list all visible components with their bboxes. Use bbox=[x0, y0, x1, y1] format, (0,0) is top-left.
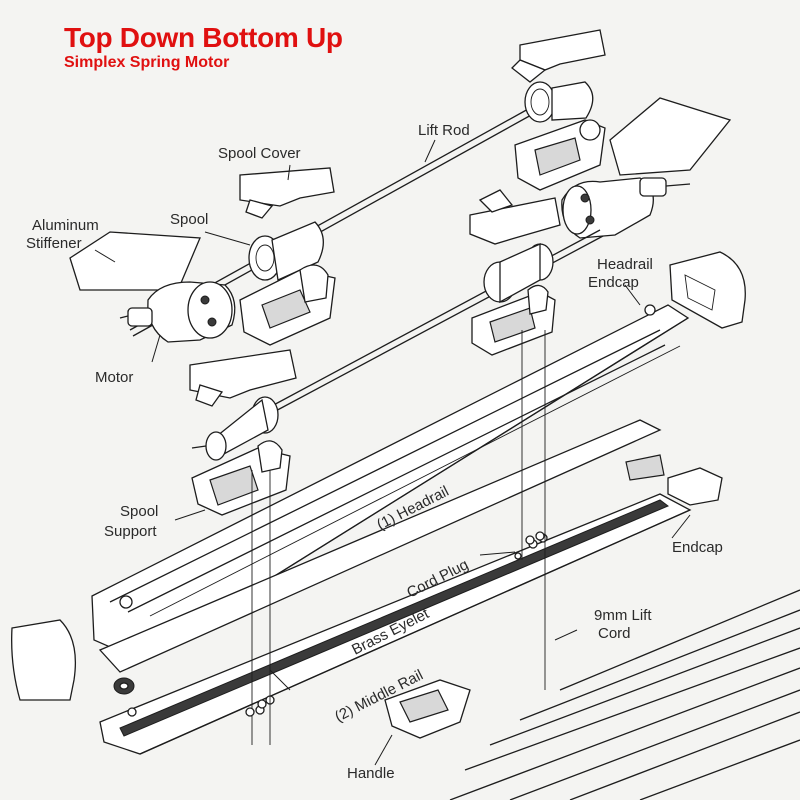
diagram-subtitle: Simplex Spring Motor bbox=[64, 54, 230, 71]
aluminum-stiffener-right bbox=[609, 97, 732, 176]
spool-cover-middle bbox=[469, 189, 561, 245]
label-endcap: Endcap bbox=[672, 539, 723, 556]
label-lift-cord-1: 9mm Lift bbox=[594, 607, 652, 624]
spool-support-lower-left bbox=[191, 440, 291, 516]
label-headrail-endcap-1: Headrail bbox=[597, 256, 653, 273]
diagram-title: Top Down Bottom Up bbox=[64, 22, 343, 53]
leader-lines bbox=[94, 139, 691, 766]
label-spool-support-1: Spool bbox=[120, 503, 158, 520]
label-spool-cover: Spool Cover bbox=[218, 145, 301, 162]
spool-cover-left bbox=[239, 167, 335, 219]
endcap-right bbox=[625, 454, 723, 506]
stiffener-rail bbox=[98, 419, 662, 673]
label-aluminum-stiffener-1: Aluminum bbox=[32, 217, 99, 234]
headrail bbox=[91, 304, 690, 661]
label-lift-rod: Lift Rod bbox=[418, 122, 470, 139]
aluminum-stiffener-left bbox=[69, 231, 201, 291]
spool-support-left bbox=[239, 264, 336, 346]
motor-left bbox=[119, 281, 236, 343]
lift-cords bbox=[251, 330, 546, 745]
spool-support-middle bbox=[471, 284, 556, 356]
label-spool: Spool bbox=[170, 211, 208, 228]
spool-middle bbox=[483, 242, 554, 304]
motor-upper-right bbox=[561, 177, 691, 239]
spool-left bbox=[248, 221, 324, 281]
spool-cover-upper bbox=[511, 29, 606, 83]
middle-rail bbox=[99, 493, 692, 755]
label-motor: Motor bbox=[95, 369, 133, 386]
cord-plugs bbox=[127, 531, 545, 717]
label-handle: Handle bbox=[347, 765, 395, 782]
slats bbox=[449, 589, 800, 800]
label-spool-support-2: Support bbox=[104, 523, 157, 540]
spool-support-upper-right bbox=[514, 119, 606, 191]
spool-lower-left bbox=[191, 396, 279, 461]
label-aluminum-stiffener-2: Stiffener bbox=[26, 235, 82, 252]
label-lift-cord-2: Cord bbox=[598, 625, 631, 642]
endcap-left bbox=[11, 619, 135, 701]
spool-upper-right bbox=[524, 81, 594, 123]
headrail-endcap bbox=[669, 251, 746, 329]
spool-cover-lower-left bbox=[189, 349, 297, 407]
handle bbox=[384, 679, 471, 739]
label-headrail-endcap-2: Endcap bbox=[588, 274, 639, 291]
